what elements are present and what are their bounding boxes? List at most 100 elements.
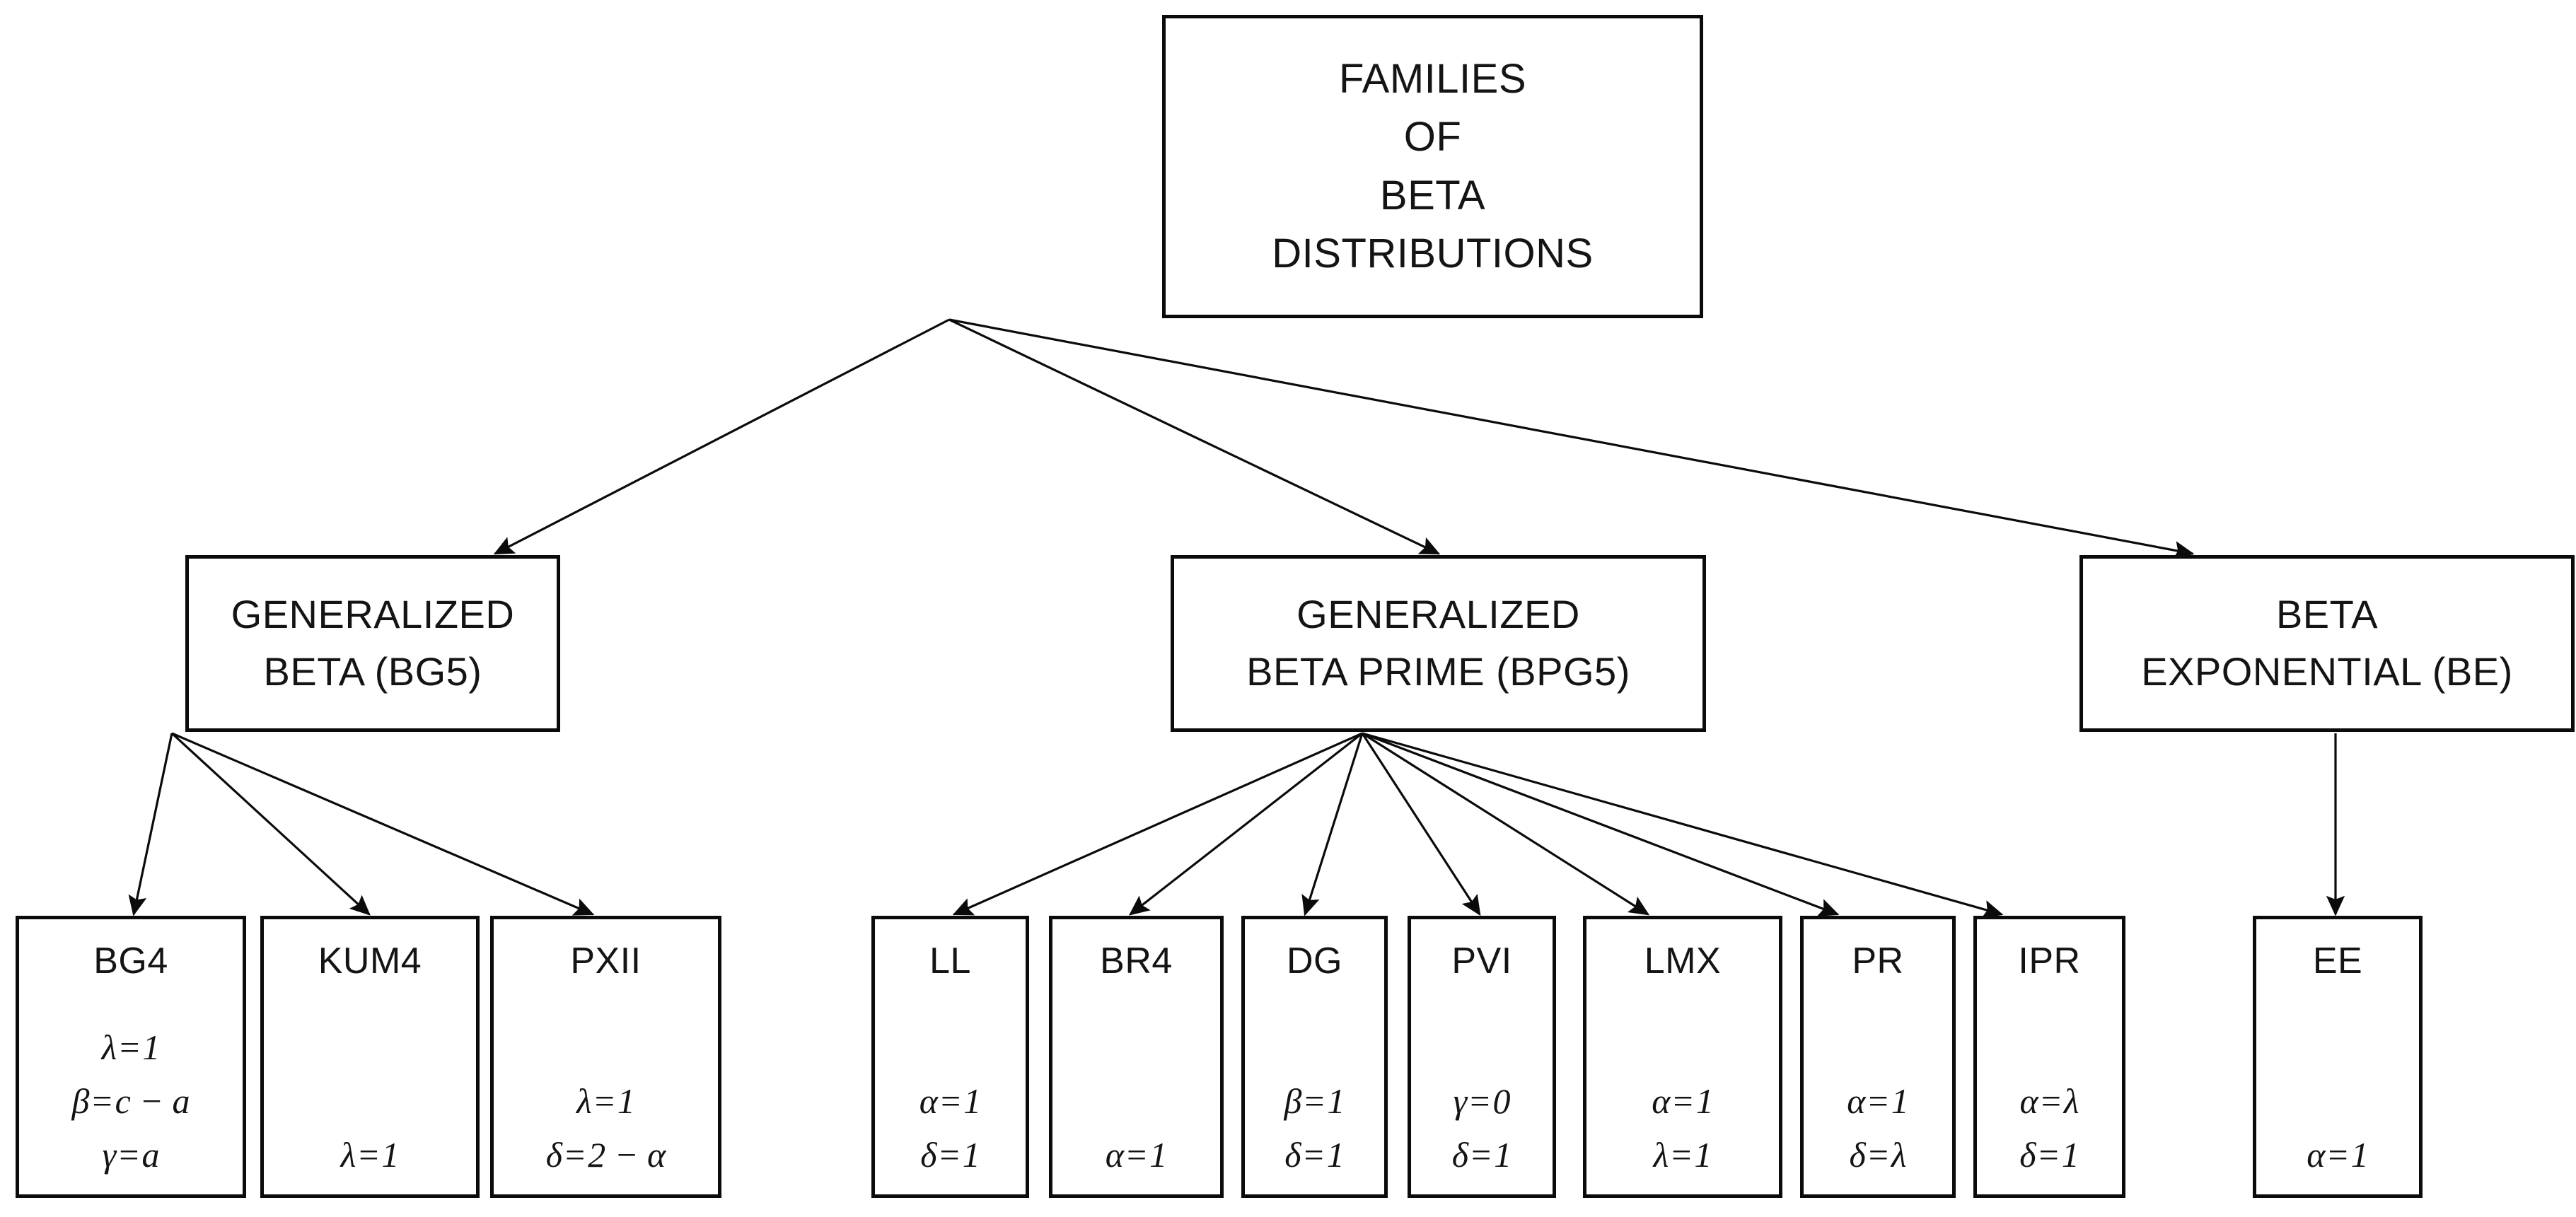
parameter-symbol: β bbox=[1284, 1081, 1302, 1121]
node-title: PVI bbox=[1451, 941, 1512, 982]
parameter-operator: = bbox=[1304, 1081, 1325, 1121]
parameter-symbol: γ bbox=[102, 1135, 117, 1175]
parameter-value: 1 bbox=[962, 1135, 980, 1175]
parameter-constraint: λ=1 bbox=[576, 1074, 635, 1128]
parameter-value: c − a bbox=[115, 1081, 190, 1121]
node-title-line: BETA (BG5) bbox=[263, 649, 482, 694]
parameter-constraint: α=1 bbox=[1652, 1074, 1713, 1128]
parameter-constraint: δ=1 bbox=[1284, 1128, 1344, 1182]
node-generalized-beta-bg5[interactable]: GENERALIZED BETA (BG5) bbox=[185, 555, 560, 732]
parameter-list: λ=1 bbox=[264, 1128, 476, 1182]
parameter-constraint: λ=1 bbox=[102, 1020, 161, 1074]
edge-bpg5-to-br4 bbox=[1128, 732, 1363, 916]
node-title: FAMILIES OF BETA DISTRIBUTIONS bbox=[1272, 50, 1593, 283]
parameter-value: 1 bbox=[1694, 1135, 1712, 1175]
node-kum4[interactable]: KUM4 λ=1 bbox=[260, 916, 480, 1198]
parameter-constraint: δ=λ bbox=[1849, 1128, 1906, 1182]
edge-bpg5-to-dg bbox=[1301, 733, 1364, 916]
node-title-line: GENERALIZED bbox=[231, 592, 515, 637]
node-families-of-beta-distributions[interactable]: FAMILIES OF BETA DISTRIBUTIONS bbox=[1162, 15, 1703, 318]
parameter-symbol: β bbox=[71, 1081, 90, 1121]
parameter-operator: = bbox=[2328, 1135, 2348, 1175]
parameter-list: α=1 bbox=[2256, 1128, 2419, 1182]
parameter-constraint: δ=1 bbox=[1452, 1128, 1512, 1182]
parameter-value: 1 bbox=[1891, 1081, 1909, 1121]
parameter-operator: = bbox=[1470, 1081, 1490, 1121]
parameter-value: 1 bbox=[142, 1027, 161, 1067]
edge-root-to-be bbox=[948, 318, 2195, 560]
parameter-value: 0 bbox=[1492, 1081, 1511, 1121]
node-title: GENERALIZED BETA PRIME (BPG5) bbox=[1246, 586, 1630, 700]
parameter-symbol: δ bbox=[2019, 1135, 2036, 1175]
parameter-operator: = bbox=[359, 1135, 379, 1175]
node-title: PXII bbox=[570, 941, 642, 982]
parameter-value: 2 − α bbox=[588, 1135, 666, 1175]
node-title-line: DISTRIBUTIONS bbox=[1272, 230, 1594, 276]
parameter-operator: = bbox=[1671, 1135, 1692, 1175]
parameter-value: 1 bbox=[963, 1081, 982, 1121]
parameter-symbol: α bbox=[1847, 1081, 1866, 1121]
parameter-operator: = bbox=[119, 1135, 139, 1175]
parameter-value: 1 bbox=[1695, 1081, 1714, 1121]
parameter-constraint: α=λ bbox=[2019, 1074, 2079, 1128]
parameter-value: a bbox=[141, 1135, 160, 1175]
parameter-constraint: λ=1 bbox=[341, 1128, 400, 1182]
parameter-value: 1 bbox=[2350, 1135, 2369, 1175]
parameter-value: 1 bbox=[617, 1081, 635, 1121]
node-title: LL bbox=[929, 941, 971, 982]
node-title: GENERALIZED BETA (BG5) bbox=[231, 586, 515, 700]
node-title: PR bbox=[1852, 941, 1904, 982]
edge-bpg5-to-lmx bbox=[1362, 732, 1650, 916]
node-generalized-beta-prime-bpg5[interactable]: GENERALIZED BETA PRIME (BPG5) bbox=[1171, 555, 1706, 732]
parameter-constraint: α=1 bbox=[1106, 1128, 1167, 1182]
parameter-list: λ=1 δ = 2 − α bbox=[494, 1074, 718, 1182]
parameter-operator: = bbox=[2038, 1135, 2059, 1175]
node-title: KUM4 bbox=[318, 941, 422, 982]
node-title: BG4 bbox=[93, 941, 168, 982]
parameter-constraint: β=c − a bbox=[71, 1074, 190, 1128]
node-title-line: GENERALIZED bbox=[1296, 592, 1580, 637]
edge-bg5-to-bg4 bbox=[128, 733, 173, 916]
parameter-symbol: γ bbox=[1453, 1081, 1468, 1121]
node-title: DG bbox=[1287, 941, 1342, 982]
parameter-symbol: δ bbox=[545, 1135, 563, 1175]
parameter-constraint: α=1 bbox=[1847, 1074, 1908, 1128]
parameter-symbol: α bbox=[1652, 1081, 1671, 1121]
parameter-value: 1 bbox=[1494, 1135, 1512, 1175]
parameter-value: 1 bbox=[1149, 1135, 1168, 1175]
node-pxii[interactable]: PXII λ=1 δ = 2 − α bbox=[490, 916, 721, 1198]
parameter-symbol: λ bbox=[101, 1027, 117, 1067]
parameter-constraint: δ=1 bbox=[2019, 1128, 2079, 1182]
parameter-operator: = bbox=[1868, 1135, 1889, 1175]
parameter-constraint: δ=1 bbox=[920, 1128, 980, 1182]
node-pvi[interactable]: PVI γ=0 δ=1 bbox=[1408, 916, 1556, 1198]
parameter-value: 1 bbox=[2061, 1135, 2079, 1175]
parameter-constraint: α=1 bbox=[2307, 1128, 2368, 1182]
parameter-operator: = bbox=[1868, 1081, 1889, 1121]
parameter-operator: = bbox=[594, 1081, 615, 1121]
parameter-operator: = bbox=[2041, 1081, 2061, 1121]
edge-bpg5-to-ll bbox=[952, 732, 1363, 916]
node-beta-exponential-be[interactable]: BETA EXPONENTIAL (BE) bbox=[2079, 555, 2575, 732]
parameter-symbol: λ bbox=[1653, 1135, 1669, 1175]
parameter-list: α=1 bbox=[1052, 1128, 1220, 1182]
parameter-list: γ=0 δ=1 bbox=[1411, 1074, 1553, 1182]
parameter-symbol: α bbox=[2307, 1135, 2326, 1175]
parameter-operator: = bbox=[939, 1135, 960, 1175]
parameter-operator: = bbox=[120, 1027, 140, 1067]
parameter-symbol: δ bbox=[1849, 1135, 1866, 1175]
parameter-symbol: δ bbox=[1284, 1135, 1301, 1175]
parameter-value: λ bbox=[2063, 1081, 2079, 1121]
